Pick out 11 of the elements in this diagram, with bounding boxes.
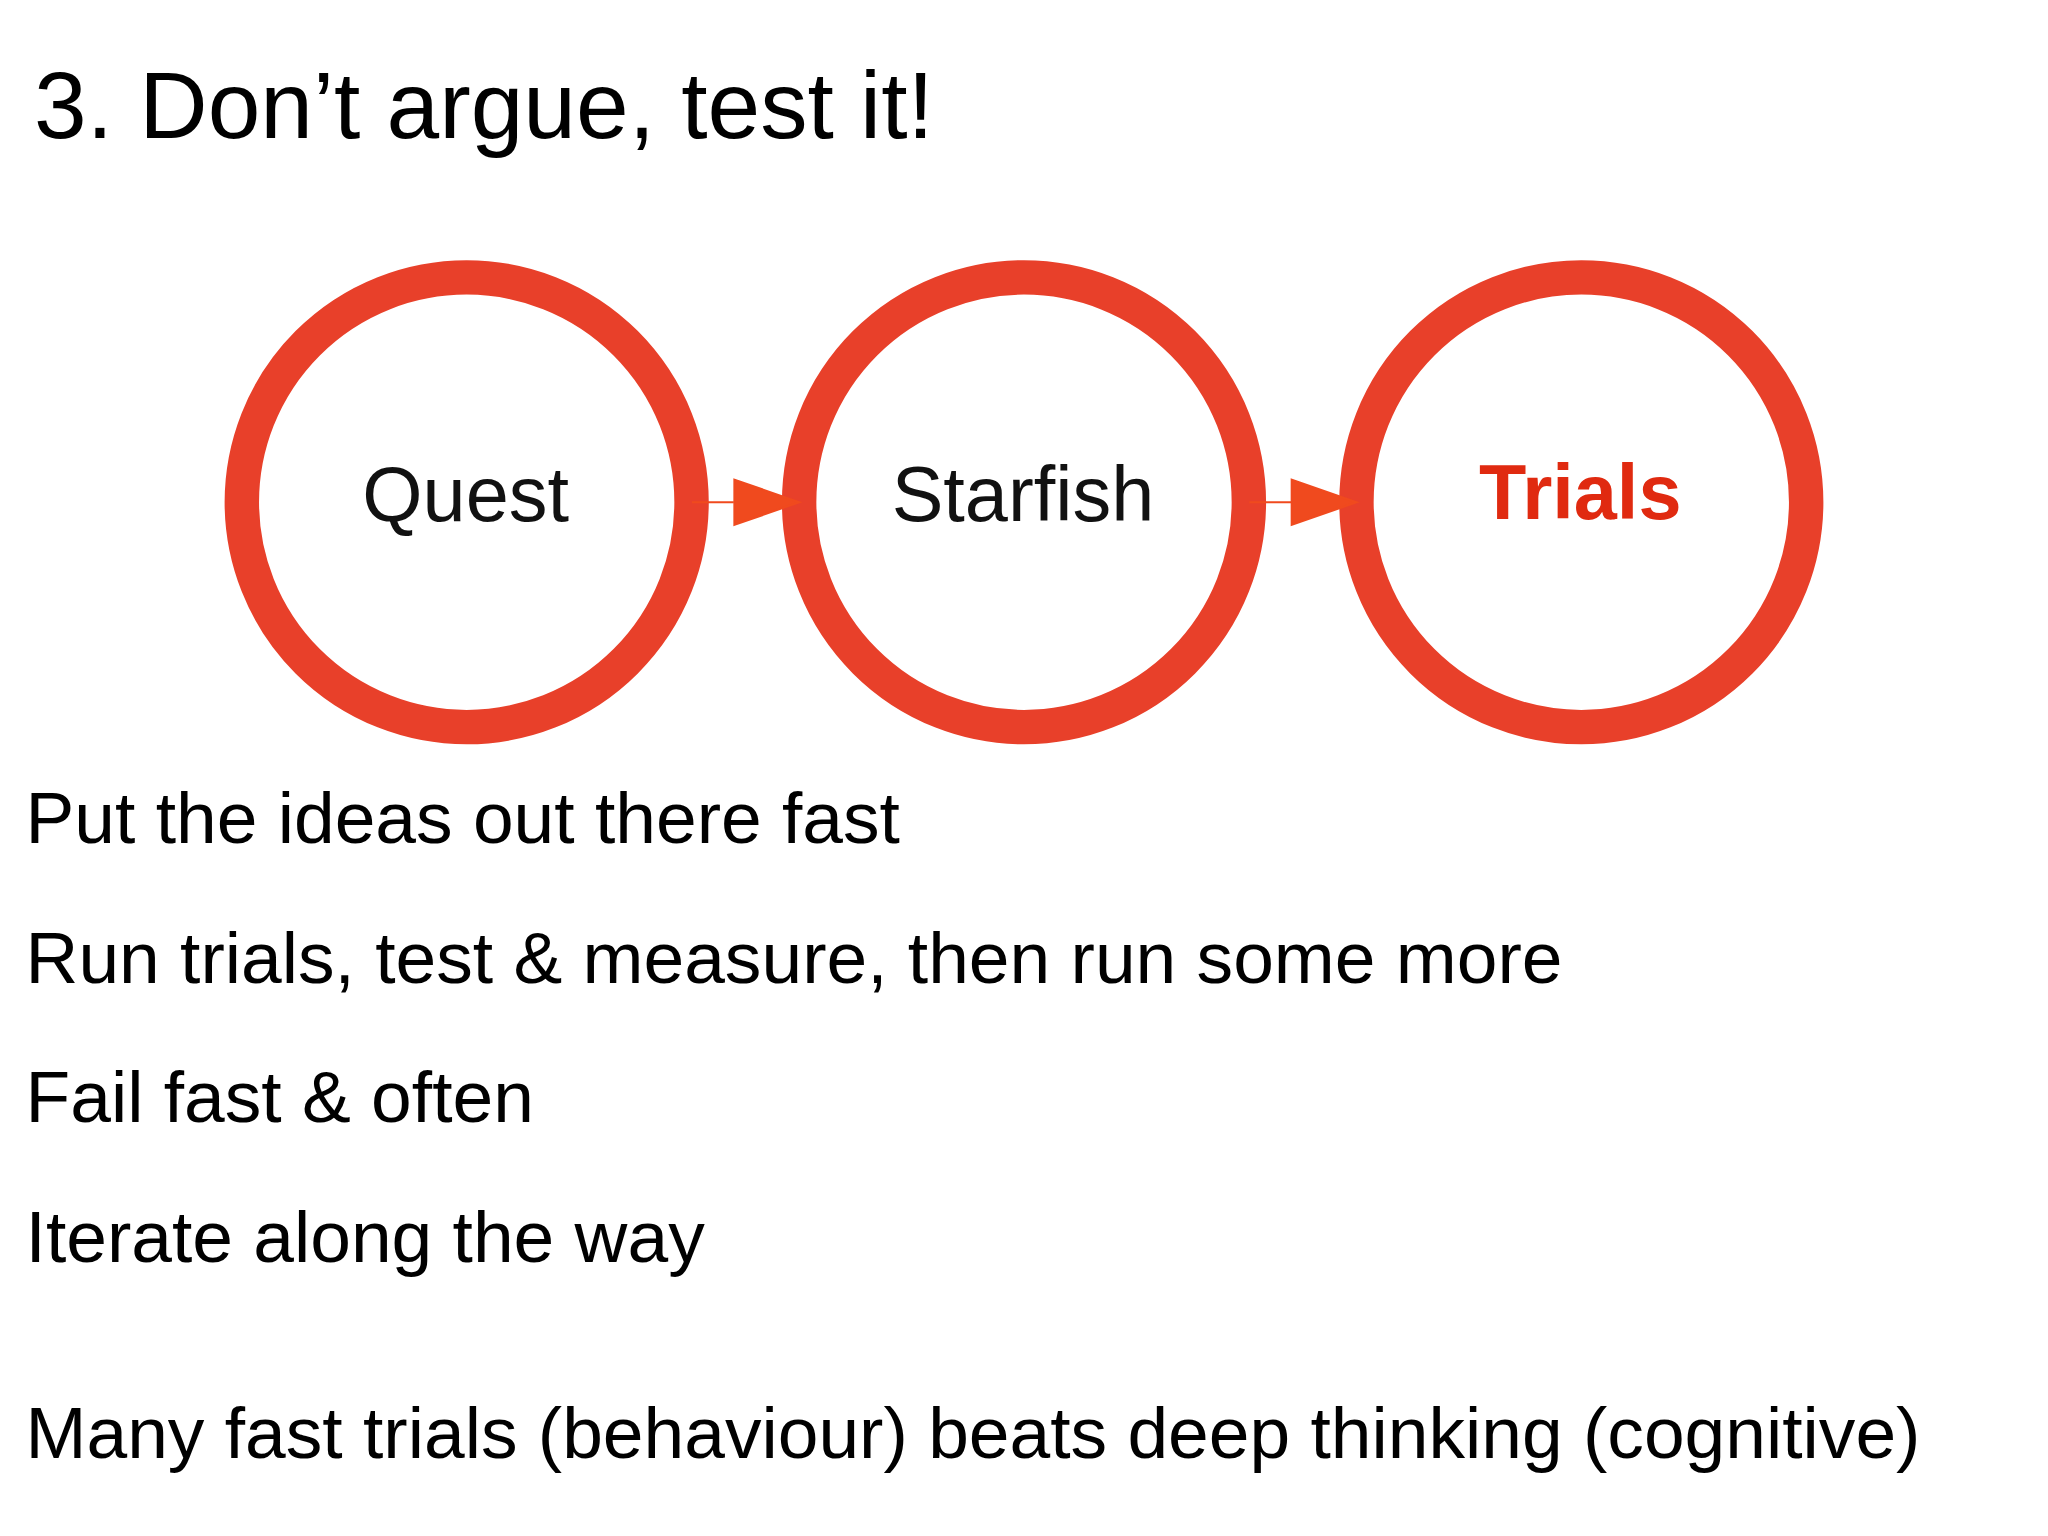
label: Fail fast & often bbox=[25, 1056, 534, 1139]
arrow bbox=[1249, 478, 1360, 527]
label: Run trials, test & measure, then run some more bbox=[25, 916, 1563, 999]
diagram-title: 3. Don’t argue, test it! bbox=[34, 51, 934, 158]
label: Many fast trials (behaviour) beats deep thinking (cognitive) bbox=[25, 1392, 1921, 1475]
node-circle: Trials bbox=[1339, 260, 1824, 745]
node-circle: Starfish bbox=[781, 260, 1267, 745]
label: Put the ideas out there fast bbox=[25, 776, 900, 859]
node-circle: Quest bbox=[224, 260, 709, 745]
arrow bbox=[692, 478, 803, 527]
label: Iterate along the way bbox=[25, 1196, 705, 1279]
